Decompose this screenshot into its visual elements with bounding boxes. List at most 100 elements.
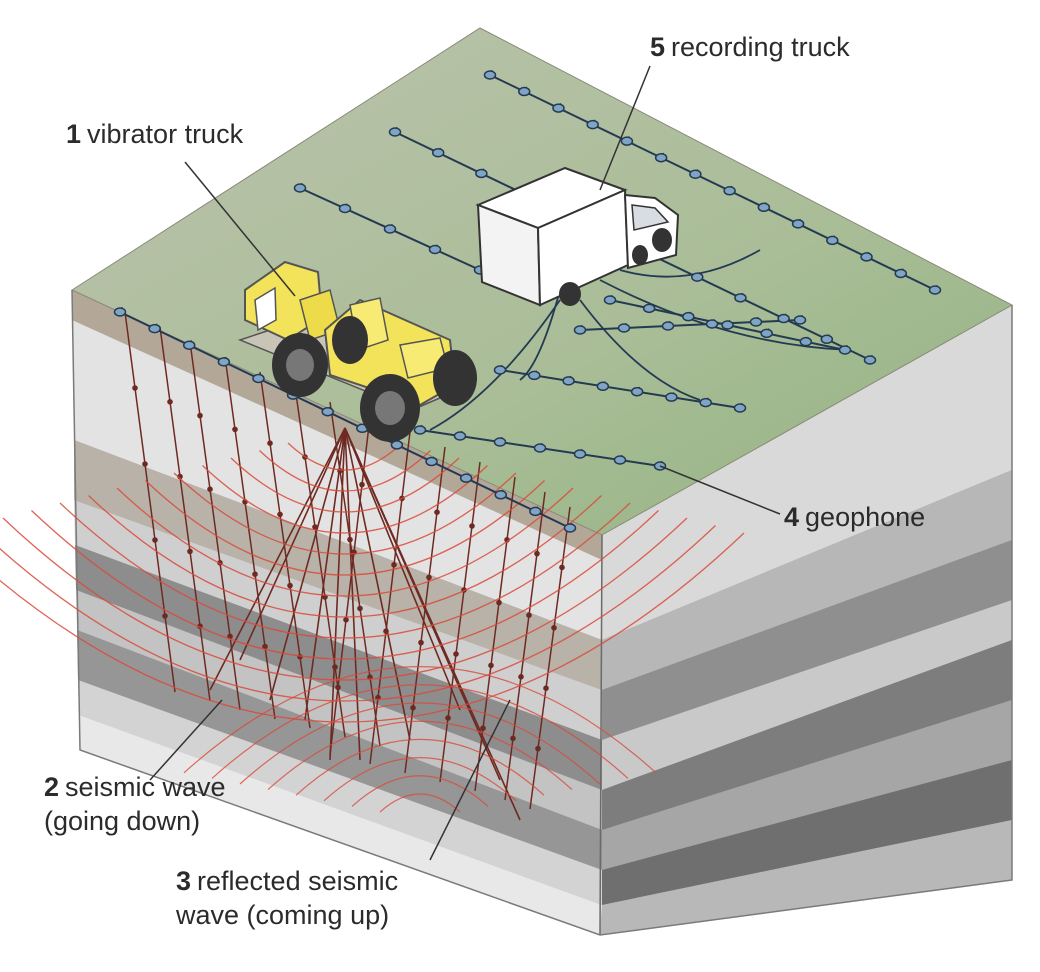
geophone-marker bbox=[691, 272, 704, 282]
geophone-marker bbox=[338, 203, 352, 214]
reflected-wavefront-arc bbox=[351, 775, 489, 807]
geophone-marker bbox=[533, 443, 547, 453]
leader-lines bbox=[149, 65, 781, 861]
trunk-cable bbox=[619, 249, 761, 278]
ray-node bbox=[535, 745, 541, 752]
geophone-marker bbox=[777, 313, 790, 324]
geophone-marker bbox=[723, 186, 736, 196]
ray-node bbox=[337, 468, 343, 474]
wavefront-arc bbox=[0, 525, 716, 702]
geophone-marker bbox=[661, 321, 675, 331]
geophone-marker bbox=[613, 455, 627, 465]
wavefront-arc bbox=[2, 517, 688, 681]
ray-node bbox=[207, 486, 213, 493]
geophone-marker bbox=[757, 202, 771, 213]
geophone-marker bbox=[148, 323, 161, 334]
ray-line bbox=[404, 446, 446, 774]
geophone-marker bbox=[217, 357, 231, 367]
ray-line bbox=[329, 401, 381, 747]
geophone-marker bbox=[528, 370, 541, 381]
ray-node bbox=[152, 537, 158, 543]
ray-node bbox=[335, 684, 341, 691]
ray-node bbox=[480, 725, 486, 731]
geophone-marker bbox=[562, 376, 575, 386]
geophone-marker bbox=[493, 365, 507, 375]
ray-line bbox=[439, 461, 481, 783]
ray-node bbox=[453, 651, 459, 657]
reflected-wavefront-arc bbox=[267, 720, 573, 791]
ray-line bbox=[344, 427, 411, 741]
recording-truck-icon bbox=[475, 166, 680, 307]
geophone-marker bbox=[475, 168, 488, 179]
reflected-wavefront-arc bbox=[239, 702, 601, 785]
geophone-marker bbox=[425, 456, 438, 467]
geophone-marker bbox=[799, 336, 813, 347]
ray-node bbox=[197, 412, 203, 419]
ray-line bbox=[504, 491, 546, 801]
geophone-marker bbox=[826, 235, 839, 246]
geophone-marker bbox=[699, 397, 712, 408]
geophone-marker bbox=[689, 169, 702, 179]
wavefronts bbox=[0, 442, 745, 813]
ray-node bbox=[359, 481, 365, 488]
geophone-marker bbox=[630, 386, 644, 397]
ray-node bbox=[391, 562, 397, 568]
geophone-marker bbox=[603, 295, 617, 305]
ray-node bbox=[267, 440, 273, 447]
cable-line bbox=[489, 74, 936, 291]
ray-line bbox=[529, 506, 571, 810]
geophone-marker bbox=[252, 373, 265, 384]
ray-line bbox=[344, 427, 361, 761]
wavefront-arc bbox=[59, 502, 631, 639]
geophone-marker bbox=[642, 303, 656, 314]
geophone-marker bbox=[863, 355, 877, 365]
geophone-marker bbox=[928, 285, 942, 295]
wave-rays bbox=[124, 311, 571, 821]
cable-line bbox=[579, 319, 801, 331]
wavefront-arc bbox=[230, 457, 460, 513]
geophone-marker bbox=[428, 244, 442, 255]
geophone-marker bbox=[573, 325, 587, 335]
geophone-marker bbox=[113, 307, 127, 317]
ray-node bbox=[559, 564, 565, 571]
ray-node bbox=[496, 599, 502, 606]
ray-node bbox=[434, 509, 440, 515]
ray-line bbox=[344, 427, 461, 711]
ray-node bbox=[252, 571, 258, 577]
trunk-cable bbox=[579, 299, 701, 401]
geophone-marker bbox=[894, 268, 908, 279]
geophone-marker bbox=[459, 473, 473, 483]
geophone-marker bbox=[483, 70, 497, 80]
wavefront-arc bbox=[31, 510, 659, 660]
ray-node bbox=[357, 605, 363, 612]
ray-node bbox=[277, 511, 283, 518]
ray-line bbox=[124, 311, 176, 693]
geophone-marker bbox=[388, 127, 402, 137]
geophone-marker bbox=[654, 152, 668, 163]
ray-line bbox=[474, 476, 516, 792]
wavefront-arc bbox=[202, 465, 488, 534]
ray-line bbox=[269, 427, 346, 701]
ray-node bbox=[426, 574, 432, 581]
geophone-marker bbox=[665, 392, 678, 402]
geophone-marker bbox=[552, 103, 565, 113]
ray-line bbox=[224, 356, 276, 720]
geophone-marker bbox=[596, 381, 610, 392]
ray-line bbox=[344, 427, 521, 821]
vibrator-truck-icon bbox=[237, 260, 477, 442]
geophone-marker bbox=[860, 252, 873, 262]
ray-node bbox=[543, 685, 549, 691]
geophone-marker bbox=[733, 403, 747, 413]
ray-node bbox=[518, 674, 524, 680]
geophone-marker bbox=[573, 449, 587, 459]
geophone-marker bbox=[321, 406, 334, 417]
wavefront-arc bbox=[116, 487, 574, 597]
geophone-marker bbox=[749, 317, 763, 327]
geophone-marker bbox=[820, 334, 834, 345]
geophone-marker bbox=[705, 319, 719, 329]
